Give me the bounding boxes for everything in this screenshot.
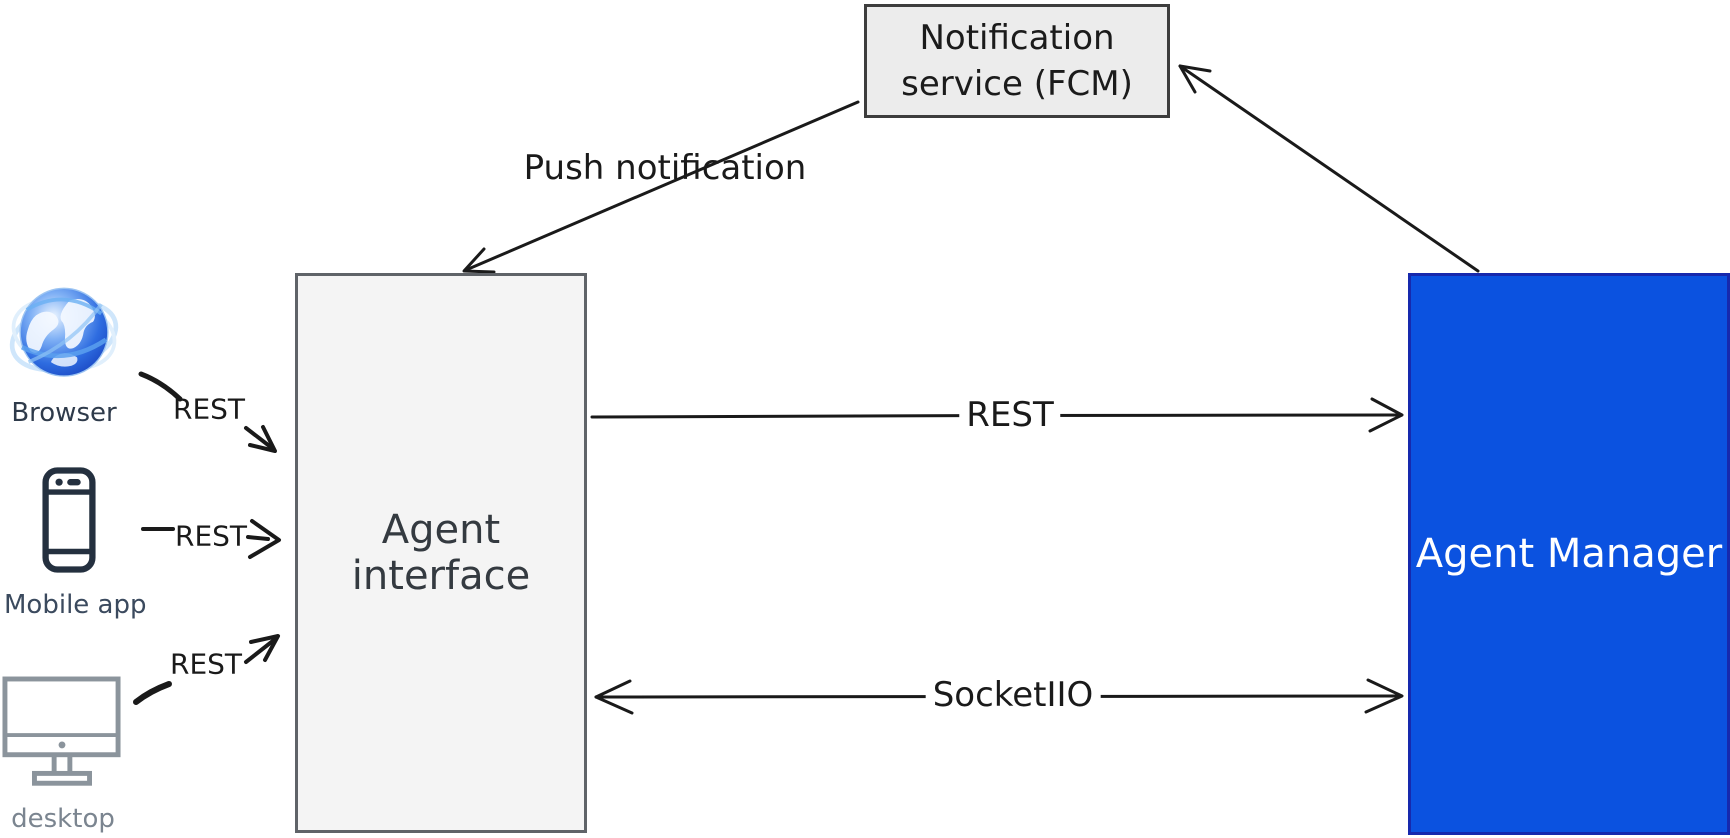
browser-label: Browser xyxy=(11,398,117,428)
mobile-rest-arrow xyxy=(141,519,281,559)
agent-interface-label: Agent interface xyxy=(351,507,531,599)
manager-to-notification-arrow xyxy=(1178,64,1480,273)
globe-icon xyxy=(9,287,119,377)
push-notification-arrow xyxy=(462,100,860,274)
monitor-icon xyxy=(2,676,121,786)
notification-service-label-line2: service (FCM) xyxy=(901,64,1133,104)
agent-manager-label: Agent Manager xyxy=(1415,531,1723,577)
notification-service-node: Notification service (FCM) xyxy=(864,4,1170,118)
desktop-rest-edge-label: REST xyxy=(169,647,243,681)
browser-rest-arrow xyxy=(138,371,277,453)
agent-interface-node: Agent interface xyxy=(295,273,587,833)
mobile-rest-edge-label: REST xyxy=(174,519,248,553)
desktop-label: desktop xyxy=(11,804,115,834)
rest-edge-label: REST xyxy=(959,393,1061,437)
agent-manager-node: Agent Manager xyxy=(1408,273,1730,835)
smartphone-icon xyxy=(42,467,96,573)
desktop-rest-arrow xyxy=(133,634,280,705)
notification-service-label-line1: Notification xyxy=(919,18,1115,58)
socket-edge-label: SocketIIO xyxy=(925,673,1101,717)
mobile-app-label: Mobile app xyxy=(4,590,147,620)
push-notification-edge-label: Push notification xyxy=(523,148,807,188)
browser-rest-edge-label: REST xyxy=(172,392,246,426)
